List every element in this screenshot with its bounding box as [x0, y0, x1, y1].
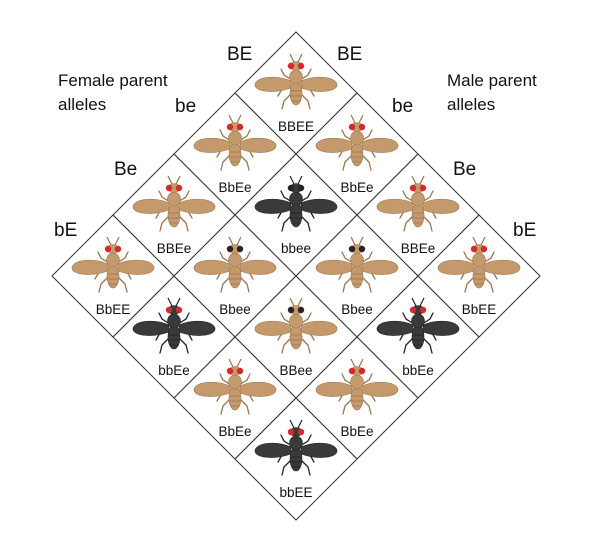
female-parent-label: Female parent alleles — [58, 71, 168, 114]
genotype-label: Bbee — [341, 302, 373, 317]
genotype-label: BBEe — [157, 241, 192, 256]
female-label-line1: Female parent — [58, 71, 168, 90]
male-allele-2: be — [392, 96, 413, 117]
fly-icon — [315, 358, 399, 415]
genotype-label: BBEE — [278, 119, 314, 134]
fly-icon — [132, 175, 216, 232]
genotype-label: BbEe — [340, 424, 373, 439]
fly-icon — [254, 175, 338, 232]
punnett-cell: bbEE — [234, 397, 358, 521]
genotype-label: bbee — [281, 241, 311, 256]
genotype-label: BBee — [279, 363, 312, 378]
fly-icon — [254, 53, 338, 110]
fly-icon — [254, 419, 338, 476]
fly-icon — [193, 358, 277, 415]
female-allele-3: Be — [114, 159, 137, 180]
fly-icon — [71, 236, 155, 293]
genotype-label: BbEe — [218, 180, 251, 195]
genotype-label: bbEe — [158, 363, 190, 378]
fly-icon — [193, 114, 277, 171]
male-label-line1: Male parent — [447, 71, 537, 90]
genotype-label: BbEe — [218, 424, 251, 439]
fly-icon — [315, 114, 399, 171]
fly-icon — [376, 297, 460, 354]
cells-layer: BBEEBbEeBBEeBbEEBbEebbeeBbeebbEeBBEeBbee… — [51, 31, 541, 521]
female-allele-4: bE — [54, 220, 77, 241]
fly-icon — [376, 175, 460, 232]
genotype-label: BbEe — [340, 180, 373, 195]
male-allele-3: Be — [453, 159, 476, 180]
genotype-label: BbEE — [462, 302, 497, 317]
female-label-line2: alleles — [58, 95, 106, 114]
male-allele-1: BE — [337, 44, 362, 65]
genotype-label: bbEE — [279, 485, 312, 500]
male-allele-4: bE — [513, 220, 536, 241]
genotype-label: Bbee — [219, 302, 251, 317]
genotype-label: BBEe — [401, 241, 436, 256]
fly-icon — [132, 297, 216, 354]
female-allele-1: BE — [227, 44, 252, 65]
fly-icon — [437, 236, 521, 293]
fly-icon — [254, 297, 338, 354]
male-parent-label: Male parent alleles — [447, 71, 537, 114]
genotype-label: bbEe — [402, 363, 434, 378]
genotype-label: BbEE — [96, 302, 131, 317]
fly-icon — [193, 236, 277, 293]
male-label-line2: alleles — [447, 95, 495, 114]
female-allele-2: be — [175, 96, 196, 117]
fly-icon — [315, 236, 399, 293]
